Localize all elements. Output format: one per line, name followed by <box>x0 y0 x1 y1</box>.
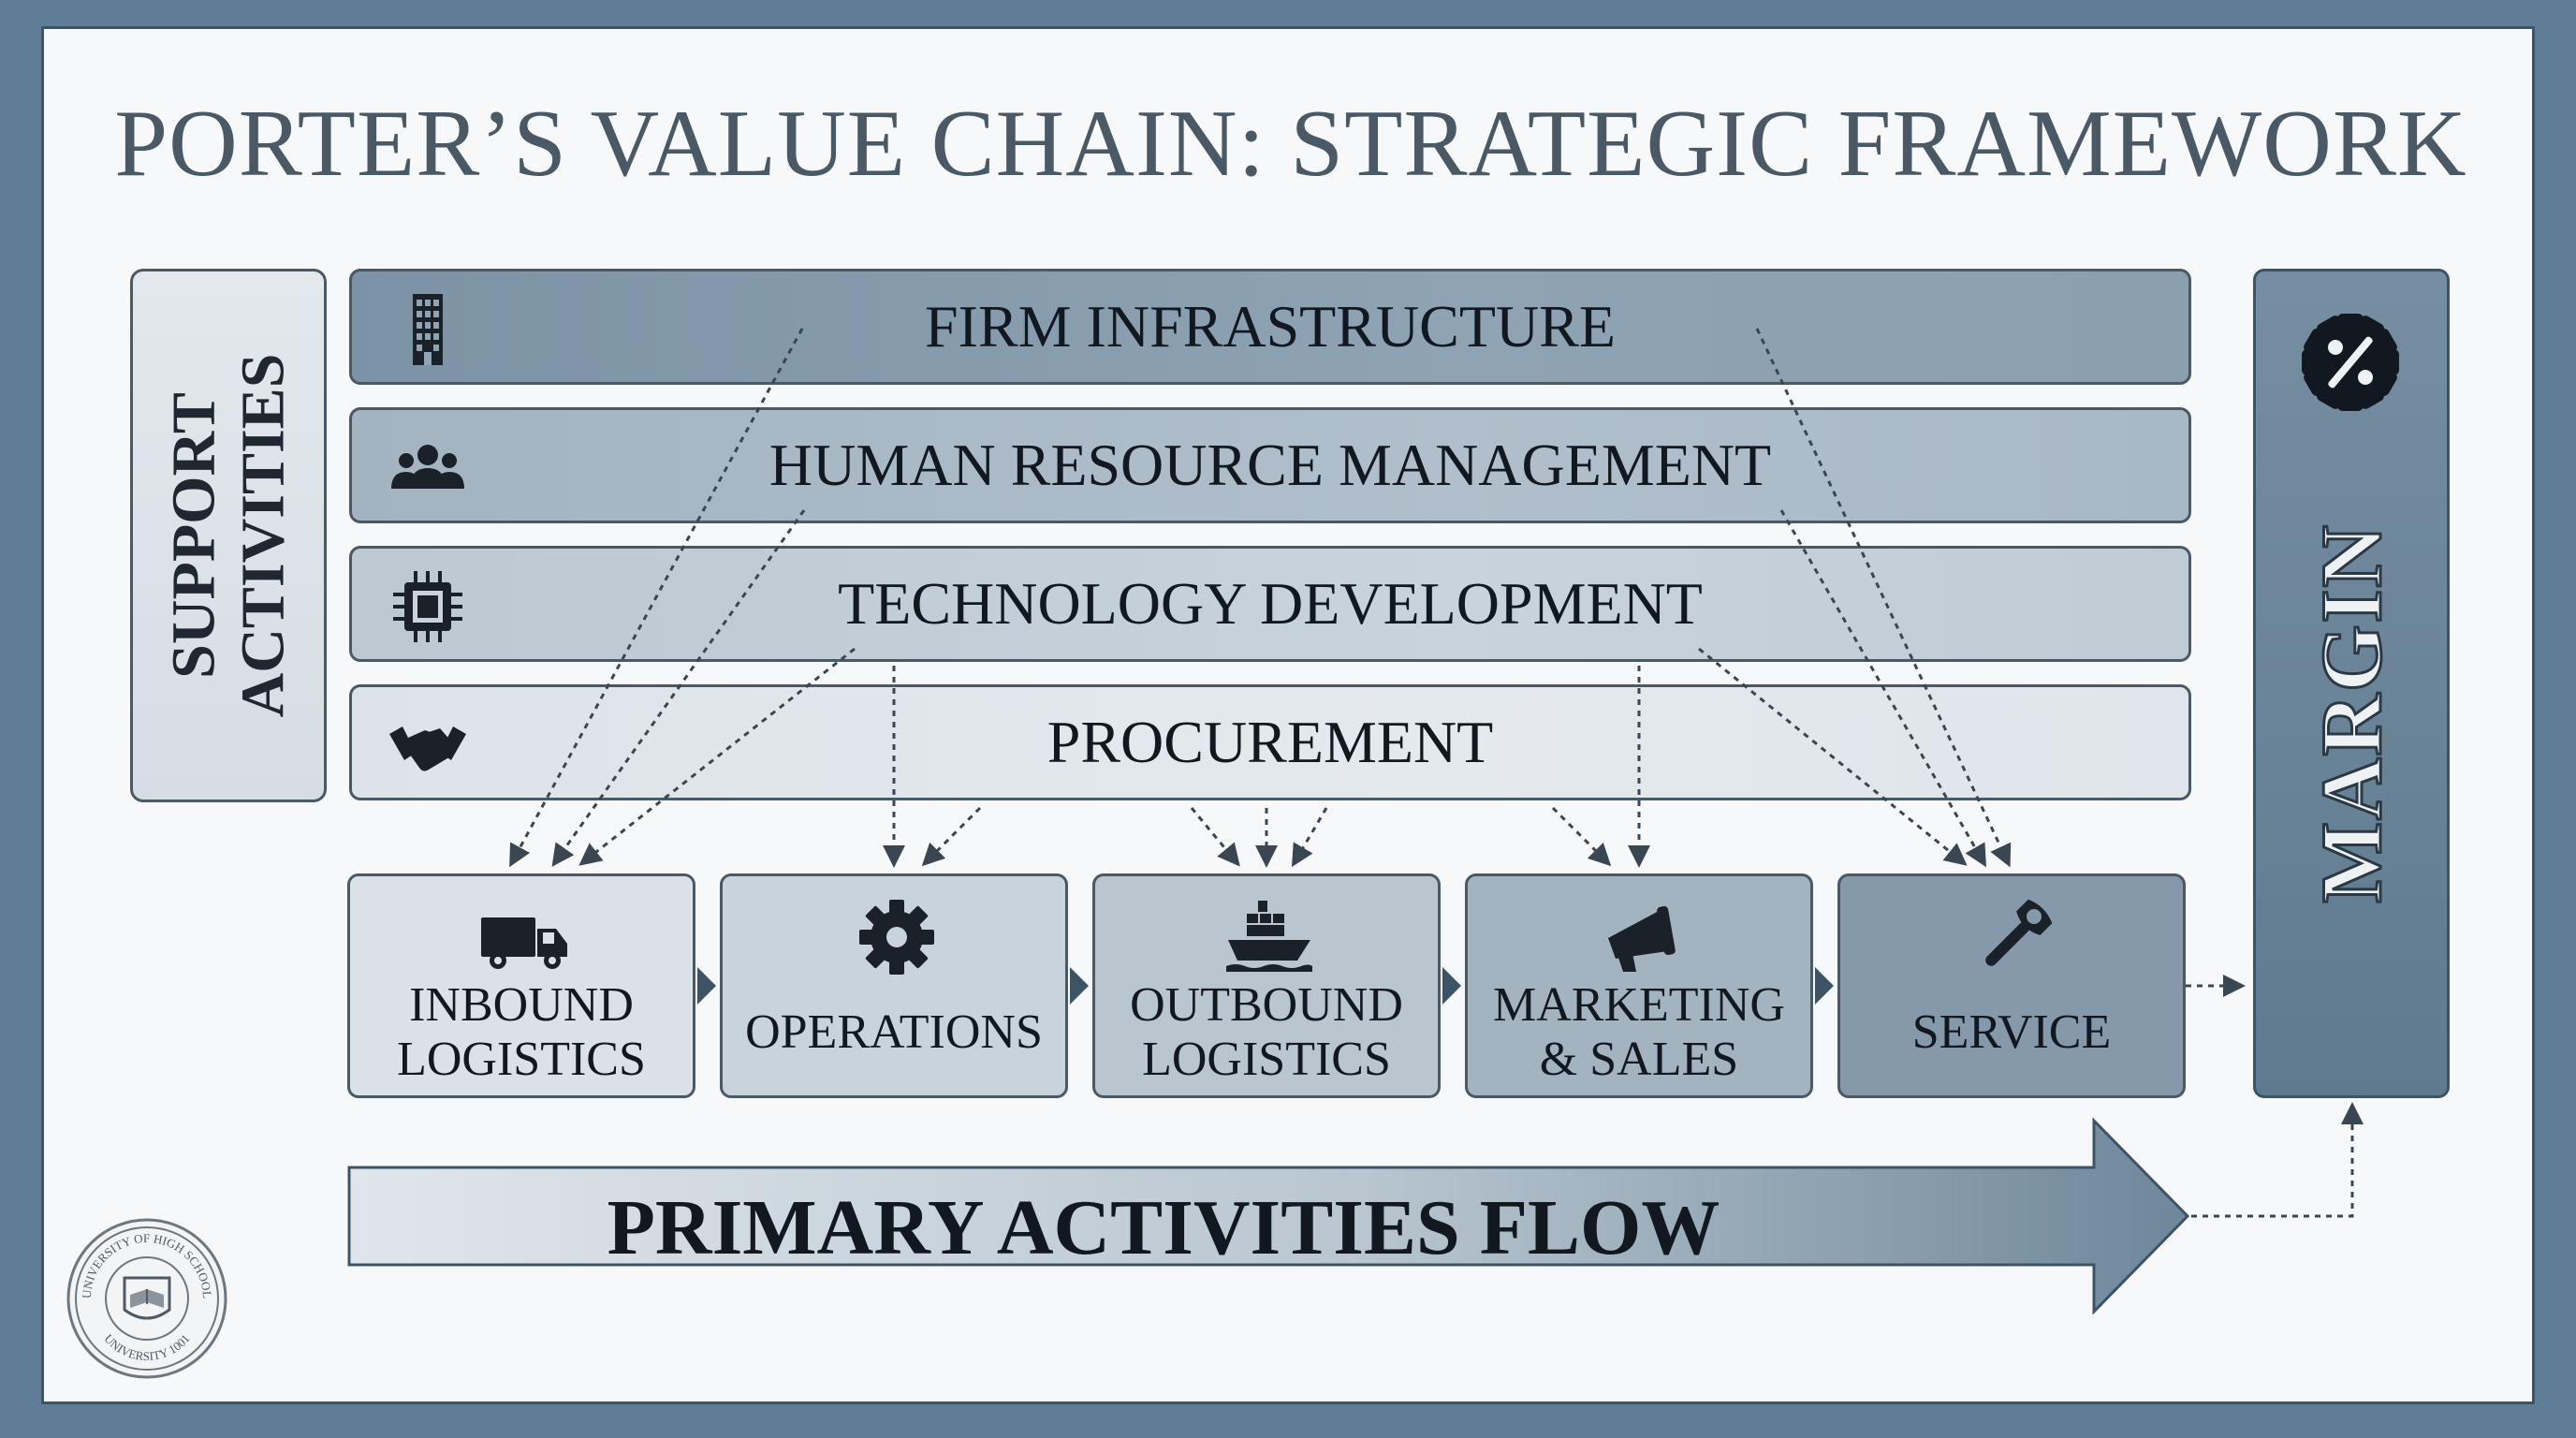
connector-proc-to-outbound-left <box>1190 807 1240 867</box>
primary-label-line1: MARKETING <box>1493 978 1785 1032</box>
connector-proc-to-outbound-right <box>1291 807 1328 868</box>
connector-firm-to-inbound <box>509 328 804 868</box>
handshake-icon <box>389 726 466 771</box>
primary-label-line2: LOGISTICS <box>397 1033 646 1086</box>
connector-layer <box>347 328 2364 1315</box>
primary-flow-arrow <box>347 1117 2190 1315</box>
megaphone-icon <box>1608 905 1676 972</box>
percent-badge-icon <box>2302 314 2399 411</box>
primary-label: MARKETING& SALES <box>1468 970 1810 1095</box>
flow-chevron <box>697 967 716 1005</box>
page-title: PORTER’S VALUE CHAIN: STRATEGIC FRAMEWOR… <box>114 91 2467 197</box>
connector-firm-to-service <box>1755 328 2012 868</box>
slide-frame: PORTER’S VALUE CHAIN: STRATEGIC FRAMEWOR… <box>41 26 2535 1404</box>
connector-proc-to-marketing <box>1551 806 1612 867</box>
support-bar-label: TECHNOLOGY DEVELOPMENT <box>838 570 1703 637</box>
university-seal-logo: UNIVERSITY OF HIGH SCHOOL UNIVERSITY 100… <box>66 1218 227 1379</box>
primary-label-line1: OUTBOUND <box>1130 978 1403 1032</box>
primary-activities-flow-label: PRIMARY ACTIVITIES FLOW <box>607 1183 1720 1271</box>
support-bar-firm-infrastructure: FIRM INFRASTRUCTURE <box>349 269 2191 385</box>
flow-chevron <box>1070 967 1089 1005</box>
people-icon <box>391 445 464 489</box>
flow-chevron <box>1442 967 1461 1005</box>
connector-tech-to-inbound <box>578 647 856 866</box>
primary-service: SERVICE <box>1837 873 2186 1098</box>
connector-flow-to-margin <box>2191 1102 2364 1218</box>
primary-label-line1: INBOUND <box>409 978 634 1032</box>
support-bar-label: PROCUREMENT <box>1046 709 1494 775</box>
primary-label-line2: & SALES <box>1539 1033 1739 1086</box>
connector-tech-to-service <box>1698 647 1968 866</box>
support-bar-label: HUMAN RESOURCE MANAGEMENT <box>768 432 1772 498</box>
primary-label: SERVICE <box>1840 970 2183 1095</box>
ship-icon <box>1226 901 1312 972</box>
truck-icon <box>481 917 567 969</box>
gear-icon <box>859 900 934 975</box>
primary-label-line1: OPERATIONS <box>745 1005 1043 1059</box>
connector-proc-to-operations <box>921 806 982 867</box>
flow-chevron <box>1815 967 1834 1005</box>
support-bar-technology-development: TECHNOLOGY DEVELOPMENT <box>349 546 2191 662</box>
wrench-icon <box>1985 899 2053 966</box>
support-bar-procurement: PROCUREMENT <box>349 684 2191 800</box>
support-bar-label: FIRM INFRASTRUCTURE <box>925 293 1616 360</box>
connector-hrm-to-inbound <box>551 509 806 867</box>
support-activities-panel <box>130 269 327 802</box>
building-icon <box>413 294 443 365</box>
support-bar-human-resource-management: HUMAN RESOURCE MANAGEMENT <box>349 407 2191 523</box>
primary-label-line1: SERVICE <box>1911 1005 2112 1059</box>
primary-operations: OPERATIONS <box>720 873 1068 1098</box>
chip-icon <box>393 571 462 642</box>
primary-label-line2: LOGISTICS <box>1142 1033 1391 1086</box>
connector-hrm-to-service <box>1779 509 1986 868</box>
primary-marketing-sales: MARKETING& SALES <box>1465 873 1813 1098</box>
primary-label: OPERATIONS <box>723 970 1065 1095</box>
